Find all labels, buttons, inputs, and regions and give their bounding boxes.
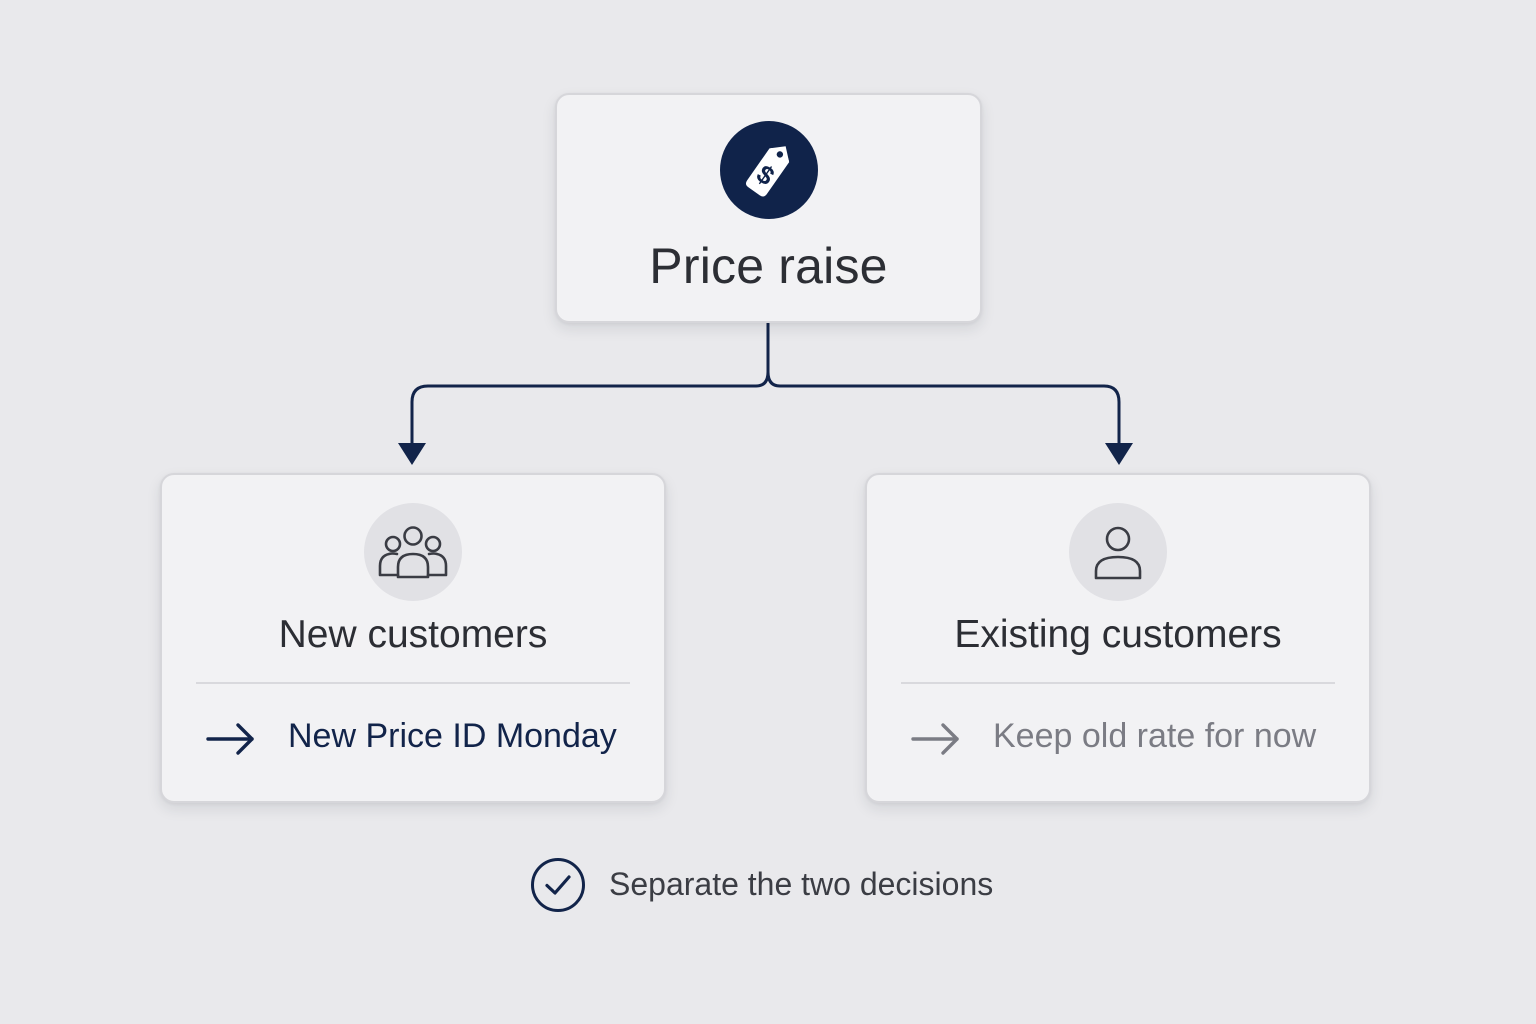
branch-action-text: Keep old rate for now <box>993 717 1317 755</box>
branch-action-text: New Price ID Monday <box>288 717 617 755</box>
footer-text: Separate the two decisions <box>609 866 994 902</box>
icon-circle <box>364 503 462 601</box>
branch-title: New customers <box>278 613 548 656</box>
arrowhead-left <box>398 443 426 465</box>
divider <box>901 682 1335 684</box>
arrow-right-icon <box>206 723 254 755</box>
price-tag-badge: $ <box>720 121 818 219</box>
icon-circle <box>1069 503 1167 601</box>
check-circle-icon <box>531 858 585 912</box>
arrowhead-right <box>1105 443 1133 465</box>
arrow-right-icon <box>911 723 959 755</box>
root-node-card: $ Price raise <box>555 93 982 323</box>
branch-title: Existing customers <box>954 613 1282 656</box>
root-title: Price raise <box>649 238 888 294</box>
divider <box>196 682 630 684</box>
footer-note: Separate the two decisions <box>530 857 1050 913</box>
branch-action: New Price ID Monday <box>204 717 634 761</box>
branch-action: Keep old rate for now <box>909 717 1339 761</box>
trunk-line <box>410 321 770 448</box>
branch-card-existing-customers: Existing customers Keep old rate for now <box>865 473 1371 803</box>
branch-card-new-customers: New customers New Price ID Monday <box>160 473 666 803</box>
single-user-icon <box>1094 526 1142 580</box>
price-tag-dollar-icon: $ <box>745 146 790 197</box>
group-users-icon <box>378 526 448 579</box>
trunk-line-right <box>766 370 1121 448</box>
